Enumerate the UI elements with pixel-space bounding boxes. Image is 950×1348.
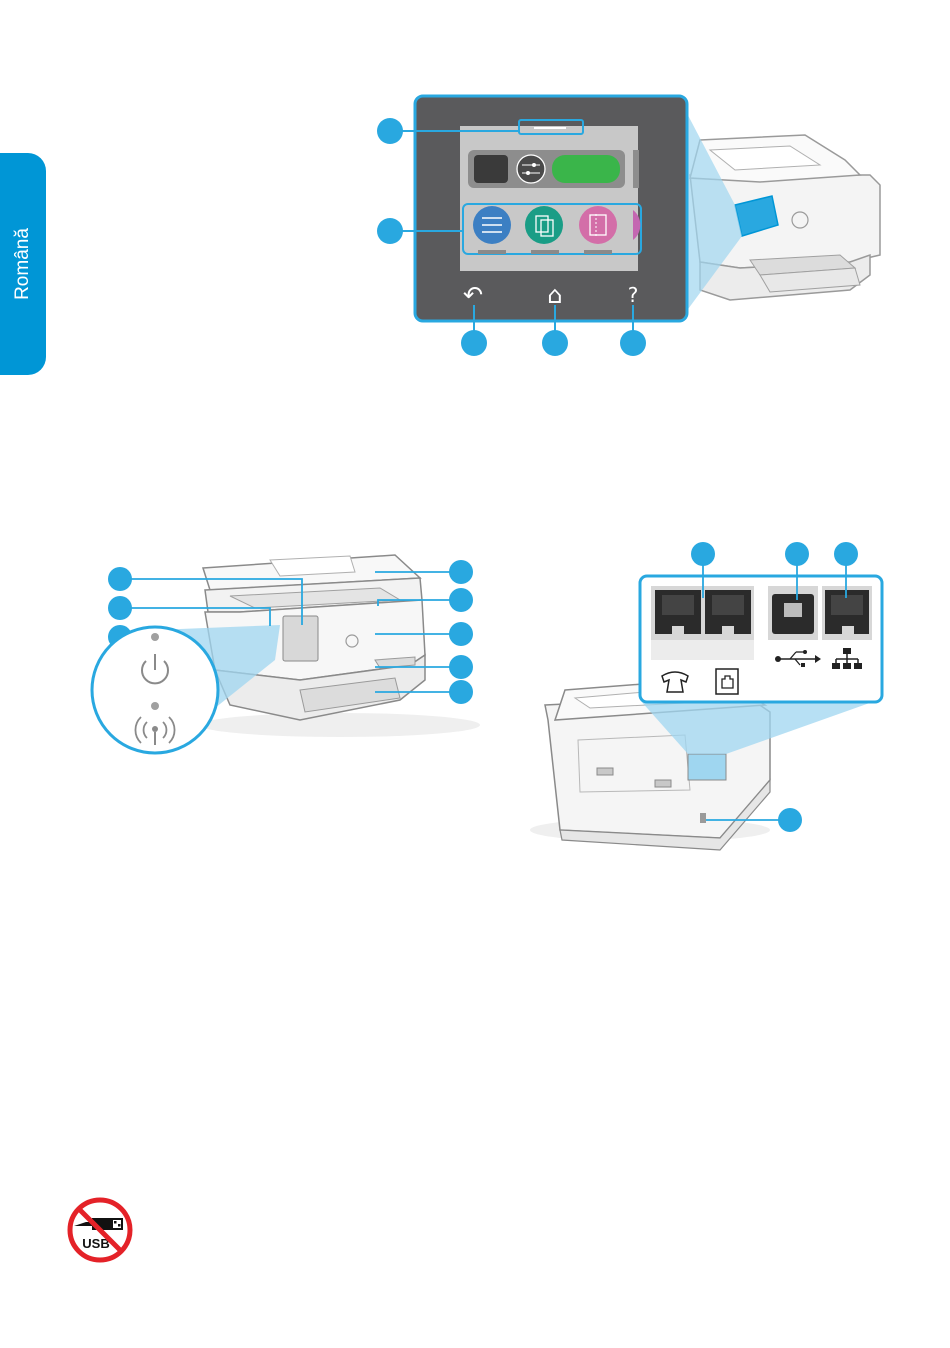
ethernet-port [825,590,869,634]
callout-dot [108,567,132,591]
no-usb-badge: USB [66,1196,134,1264]
home-icon: ⌂ [547,281,562,309]
callout-dot [377,118,403,144]
callout-dot [778,808,802,832]
callout-dot [542,330,568,356]
callout-dot [449,655,473,679]
back-icon: ↶ [463,281,483,309]
callout-dot [620,330,646,356]
control-panel-zoom: ↶ ⌂ ? [415,96,687,321]
settings-icon [517,155,545,183]
copy-icon [525,206,563,244]
callout-dot [834,542,858,566]
scan-icon [579,206,617,244]
usb-port [772,594,814,634]
callout-dot [449,680,473,704]
callout-dot [108,596,132,620]
dashboard-tile [474,155,508,183]
callout-dot [785,542,809,566]
callout-dot [449,560,473,584]
callout-dot [377,218,403,244]
phone-port [655,590,701,634]
indicator-magnifier [92,627,218,753]
callout-dot [449,588,473,612]
callout-dot [449,622,473,646]
callout-dot [691,542,715,566]
callout-dot [461,330,487,356]
fax-port [705,590,751,634]
help-icon: ? [628,283,639,307]
green-action-button [552,155,620,183]
